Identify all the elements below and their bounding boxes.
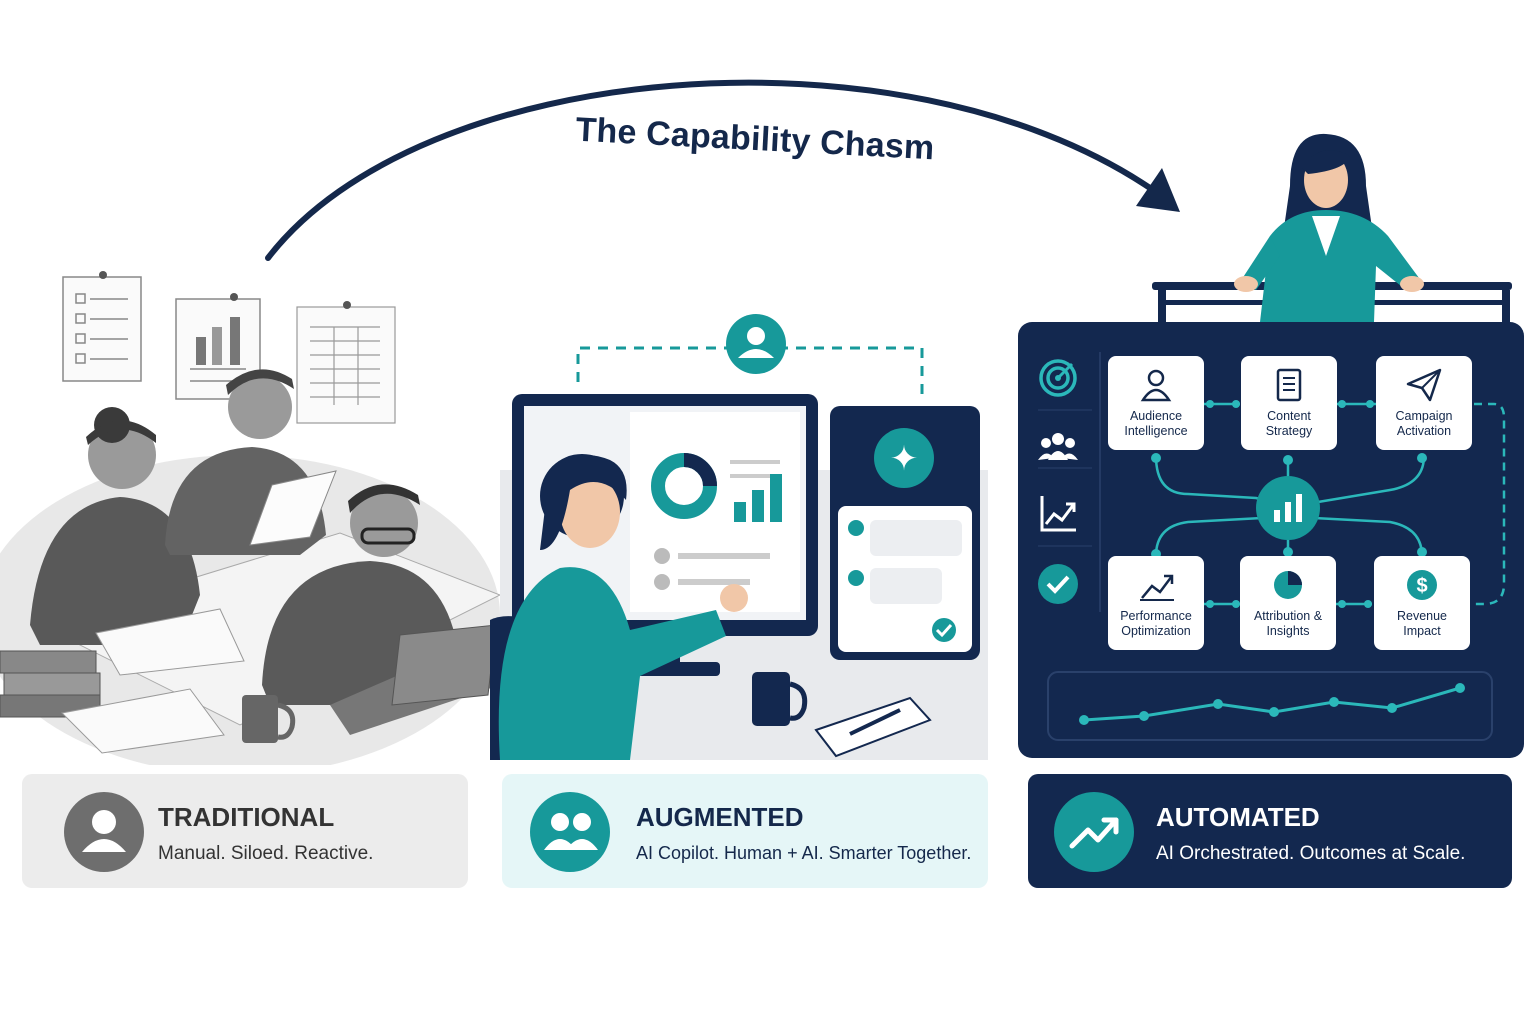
stage-title: AUGMENTED bbox=[636, 802, 804, 832]
trend-up-icon bbox=[1054, 792, 1134, 872]
stage-card-traditional[interactable]: TRADITIONAL Manual. Siloed. Reactive. bbox=[22, 774, 468, 888]
card-label: Campaign Activation bbox=[1395, 409, 1453, 438]
card-attribution-insights[interactable]: Attribution & Insights bbox=[1240, 556, 1336, 650]
document-icon bbox=[1276, 368, 1302, 402]
stage-title: AUTOMATED bbox=[1156, 802, 1320, 832]
svg-text:$: $ bbox=[1416, 575, 1427, 597]
target-icon[interactable] bbox=[1036, 356, 1080, 400]
stage-card-automated[interactable]: AUTOMATED AI Orchestrated. Outcomes at S… bbox=[1028, 774, 1512, 888]
people-icon bbox=[530, 792, 610, 872]
augmented-scene: ✦ bbox=[490, 314, 988, 760]
stage-subtitle: AI Copilot. Human + AI. Smarter Together… bbox=[636, 843, 972, 863]
stage-title: TRADITIONAL bbox=[158, 802, 335, 832]
paper-plane-icon bbox=[1406, 368, 1442, 402]
card-label: Content Strategy bbox=[1265, 409, 1313, 438]
person-icon bbox=[64, 792, 144, 872]
card-audience-intelligence[interactable]: Audience Intelligence bbox=[1108, 356, 1204, 450]
pie-chart-icon bbox=[1274, 571, 1302, 599]
traditional-scene bbox=[0, 271, 500, 765]
checklist-paper bbox=[62, 276, 142, 382]
check-icon[interactable] bbox=[1036, 562, 1080, 606]
automated-woman bbox=[1152, 133, 1512, 326]
team-icon[interactable] bbox=[1036, 424, 1080, 468]
card-label: Attribution & Insights bbox=[1253, 609, 1323, 638]
trend-up-icon bbox=[1140, 574, 1174, 601]
card-campaign-activation[interactable]: Campaign Activation bbox=[1376, 356, 1472, 450]
card-performance-optimization[interactable]: Performance Optimization bbox=[1108, 556, 1204, 650]
dollar-icon: $ bbox=[1407, 570, 1437, 600]
stage-subtitle: AI Orchestrated. Outcomes at Scale. bbox=[1156, 843, 1466, 864]
stage-subtitle: Manual. Siloed. Reactive. bbox=[158, 843, 374, 864]
line-chart-icon[interactable] bbox=[1036, 492, 1080, 536]
person-icon bbox=[1140, 369, 1172, 402]
svg-text:✦: ✦ bbox=[890, 439, 919, 479]
spreadsheet-paper bbox=[296, 306, 396, 424]
card-label: Performance Optimization bbox=[1120, 609, 1192, 638]
card-label: Revenue Impact bbox=[1396, 609, 1448, 638]
card-revenue-impact[interactable]: $ Revenue Impact bbox=[1374, 556, 1470, 650]
card-label: Audience Intelligence bbox=[1124, 409, 1188, 438]
card-content-strategy[interactable]: Content Strategy bbox=[1241, 356, 1337, 450]
stage-card-augmented[interactable]: AUGMENTED AI Copilot. Human + AI. Smarte… bbox=[502, 774, 988, 888]
workflow-connectors bbox=[1038, 352, 1506, 741]
